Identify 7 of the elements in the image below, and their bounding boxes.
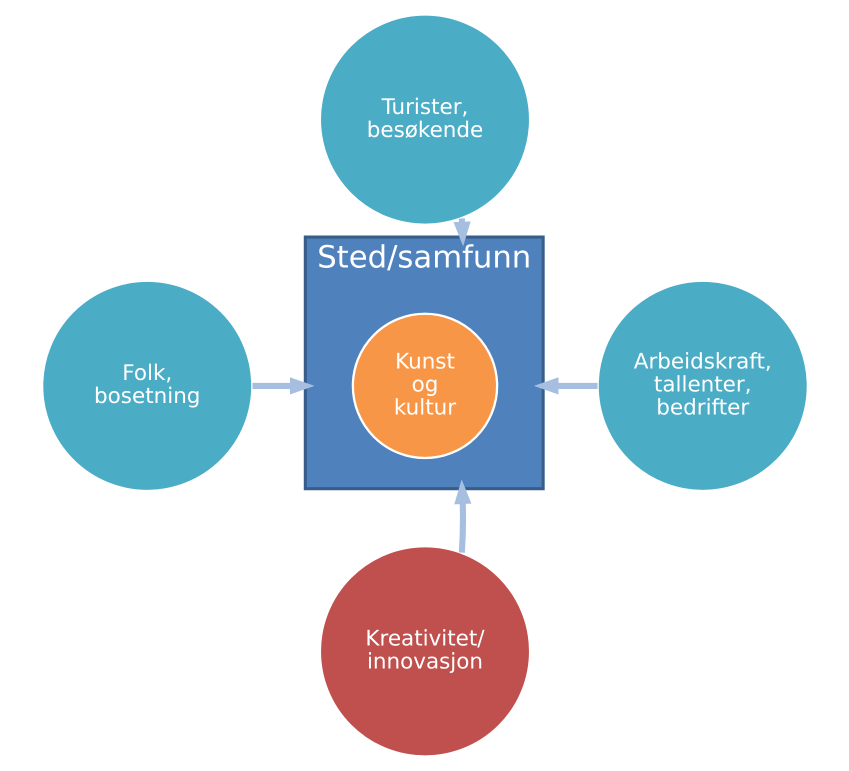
node-circle: Kreativitet/ innovasjon — [318, 545, 531, 758]
arrow — [454, 479, 471, 553]
node-circle: Folk, bosetning — [40, 280, 254, 492]
node-circle: Arbeidskraft, tallenter, bedrifter — [596, 280, 808, 492]
arrow — [252, 377, 314, 394]
arrow — [533, 377, 598, 394]
node-circle: Kunst og kultur — [351, 312, 498, 460]
